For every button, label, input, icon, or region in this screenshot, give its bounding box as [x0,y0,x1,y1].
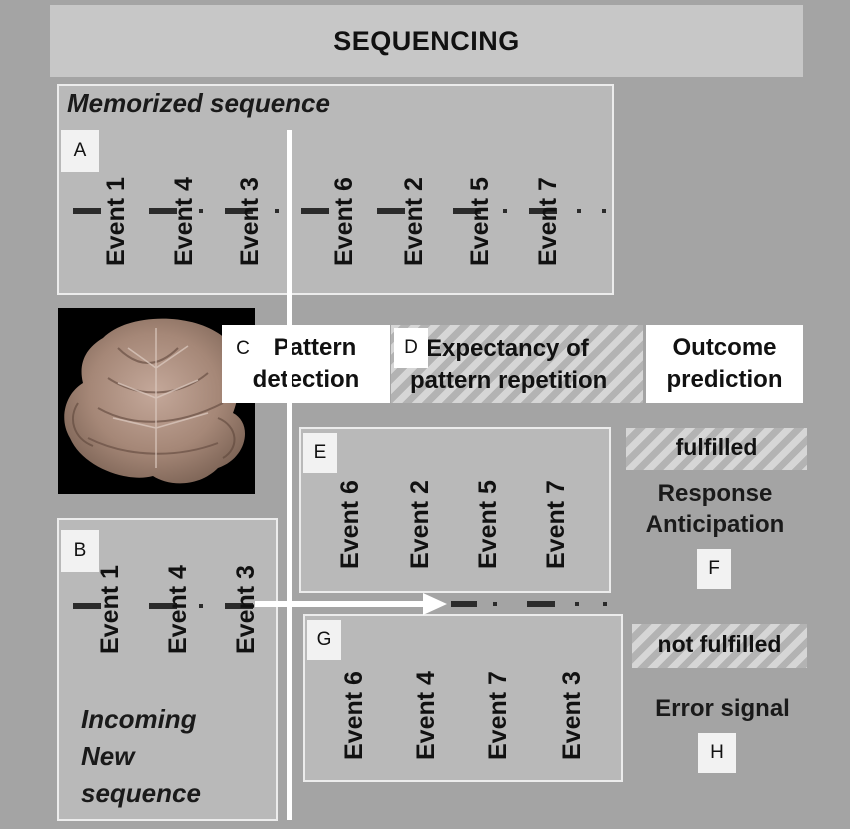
timeline-dot [199,209,203,213]
cerebellum-illustration [64,318,245,484]
tag-a: A [61,130,99,172]
incoming-heading-line3: sequence [81,778,201,808]
fulfilled-event-label: Event 2 [406,480,434,569]
fulfilled-badge-label: fulfilled [675,434,758,460]
not-fulfilled-badge [632,624,807,668]
not-fulfilled-badge-label: not fulfilled [657,631,782,657]
prediction-arrow [255,593,607,615]
timeline-tick [453,208,481,214]
vertical-divider-line [287,130,292,820]
timeline-tick [377,208,405,214]
fulfilled-events-panel: E Event 6 Event 2 Event 5 Event 7 [299,427,611,593]
diagram-title: SEQUENCING [50,5,803,77]
memorized-event-label: Event 3 [236,177,264,266]
timeline-dot [602,209,606,213]
timeline-tick [529,208,557,214]
timeline-tick [73,208,101,214]
outcome-prediction-box: Outcome prediction [646,325,803,403]
not-fulfilled-events-panel: G Event 6 Event 4 Event 7 Event 3 [303,614,623,782]
tag-b: B [61,530,99,572]
tag-c: C [228,330,258,368]
memorized-event-label: Event 2 [400,177,428,266]
memorized-sequence-panel: Memorized sequence A Event 1 Event 4 Eve… [57,84,614,295]
incoming-event-label: Event 1 [96,565,124,654]
response-anticipation-line1: Response [657,480,773,507]
timeline-dot [577,209,581,213]
fulfilled-event-label: Event 6 [336,480,364,569]
expectancy-box [391,325,643,403]
memorized-event-label: Event 5 [466,177,494,266]
memorized-event-label: Event 4 [170,177,198,266]
incoming-event-label: Event 4 [164,565,192,654]
tag-g: G [307,620,341,660]
timeline-tick [73,603,101,609]
outcome-line1: Outcome [672,334,777,361]
memorized-event-label: Event 7 [534,177,562,266]
memorized-event-label: Event 1 [102,177,130,266]
incoming-heading-line2: New [81,741,135,771]
timeline-tick [225,603,253,609]
tag-f: F [697,549,731,589]
pattern-detection-line2: detection [252,366,360,393]
timeline-tick [149,208,177,214]
fulfilled-event-label: Event 7 [542,480,570,569]
tag-d: D [394,328,428,368]
error-signal-label: Error signal [655,695,790,722]
fulfilled-event-label: Event 5 [474,480,502,569]
response-anticipation-line2: Anticipation [645,511,785,538]
tag-e: E [303,433,337,473]
outcome-line2: prediction [666,366,783,393]
pattern-detection-line1: Pattern [273,334,357,361]
fulfilled-badge [626,428,807,470]
timeline-tick [301,208,329,214]
timeline-tick [149,603,177,609]
timeline-dot [503,209,507,213]
timeline-tick [225,208,253,214]
incoming-heading-line1: Incoming [81,704,197,734]
expectancy-line1: Expectancy of [426,335,589,362]
memorized-sequence-heading: Memorized sequence [67,88,330,118]
expectancy-line2: pattern repetition [410,367,608,394]
tag-h: H [698,733,736,773]
timeline-dot [199,604,203,608]
memorized-event-label: Event 6 [330,177,358,266]
incoming-sequence-panel: B Event 1 Event 4 Event 3 Incoming New s… [57,518,278,821]
incoming-event-label: Event 3 [232,565,260,654]
timeline-dot [275,209,279,213]
